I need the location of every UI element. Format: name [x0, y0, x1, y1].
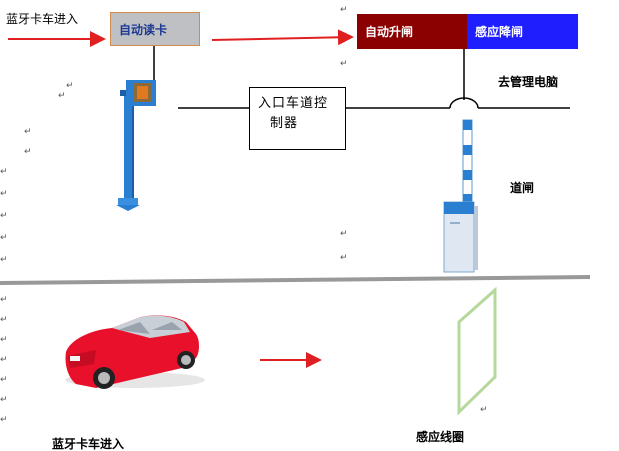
controller-label-line2: 制器 — [270, 116, 299, 131]
return-mark: ↵ — [0, 211, 8, 221]
red-car-image — [65, 315, 205, 389]
return-mark: ↵ — [0, 415, 8, 425]
induction-loop — [457, 286, 497, 416]
return-mark: ↵ — [24, 127, 32, 137]
return-mark: ↵ — [66, 81, 74, 91]
barrier-label: 道闸 — [510, 181, 535, 195]
bluetooth-entry-label: 蓝牙卡车进入 — [6, 12, 79, 26]
return-mark: ↵ — [58, 91, 66, 101]
return-mark: ↵ — [0, 335, 8, 345]
card-reader-post — [116, 80, 156, 211]
return-mark: ↵ — [0, 233, 8, 243]
auto-raise-box: 自动升闸 — [357, 14, 467, 49]
auto-read-label: 自动读卡 — [119, 23, 168, 37]
ground-line — [0, 275, 591, 285]
return-mark: ↵ — [0, 395, 8, 405]
return-mark: ↵ — [480, 405, 488, 415]
return-mark: ↵ — [0, 167, 8, 177]
return-mark: ↵ — [0, 375, 8, 385]
sense-lower-label: 感应降闸 — [475, 25, 524, 39]
auto-read-box: 自动读卡 — [110, 12, 200, 46]
entrance-controller-box: 入口车道控 制器 — [249, 87, 346, 150]
bottom-left-label: 蓝牙卡车进入 — [52, 437, 125, 451]
return-mark: ↵ — [340, 253, 348, 263]
return-mark: ↵ — [340, 229, 348, 239]
sense-lower-box: 感应降闸 — [467, 14, 578, 49]
return-mark: ↵ — [340, 59, 348, 69]
bus-crossover — [449, 97, 479, 109]
return-mark: ↵ — [0, 255, 8, 265]
to-pc-label: 去管理电脑 — [498, 75, 559, 89]
return-mark: ↵ — [0, 315, 8, 325]
return-mark: ↵ — [0, 355, 8, 365]
controller-label-line1: 入口车道控 — [258, 96, 329, 111]
auto-raise-label: 自动升闸 — [365, 25, 414, 39]
return-mark: ↵ — [0, 189, 8, 199]
read-to-raise-arrow — [211, 29, 354, 46]
return-mark: ↵ — [340, 5, 348, 15]
barrier-gate — [443, 119, 478, 273]
return-mark: ↵ — [24, 147, 32, 157]
return-mark: ↵ — [0, 295, 8, 305]
loop-label: 感应线圈 — [416, 430, 465, 444]
